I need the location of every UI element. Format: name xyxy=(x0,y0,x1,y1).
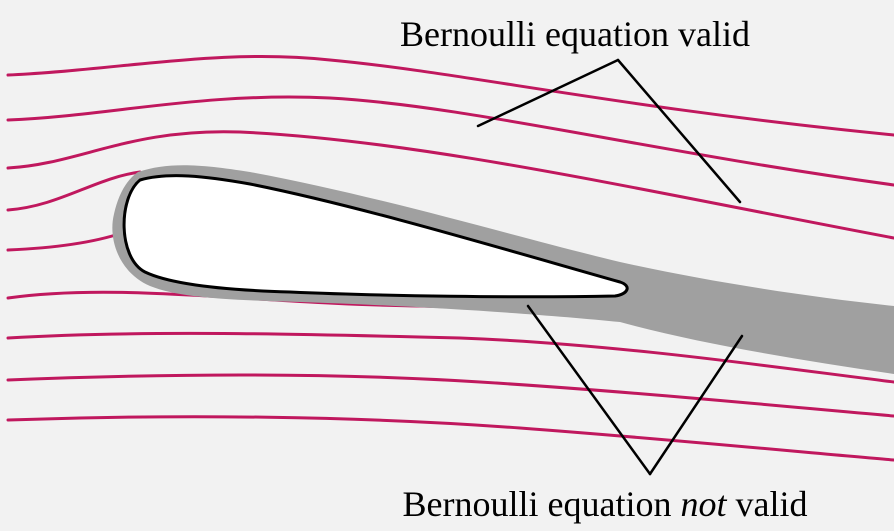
label-not-valid-emphasis: not xyxy=(680,484,727,524)
label-not-valid-prefix: Bernoulli equation xyxy=(403,484,681,524)
label-bernoulli-valid: Bernoulli equation valid xyxy=(400,14,750,54)
label-not-valid-suffix: valid xyxy=(726,484,807,524)
label-bernoulli-not-valid: Bernoulli equation not valid xyxy=(403,484,808,524)
